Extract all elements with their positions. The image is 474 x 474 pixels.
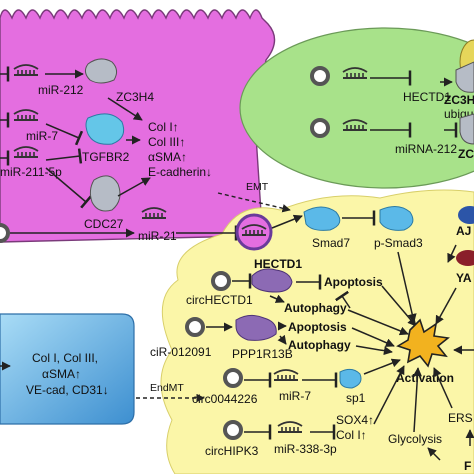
mir7-to-tgfbr2-inhibit: [45, 123, 84, 146]
fib-aj-label: AJ: [456, 224, 471, 238]
autophagy2-to-activation-arrow: [355, 345, 393, 356]
tgfbr2-protein-icon: [85, 113, 125, 145]
smad7-protein-icon: [303, 206, 341, 231]
epi-circrna-icon: [0, 223, 10, 243]
psmad3-to-activation-arrow: [397, 251, 417, 323]
fibroblast-cell: [160, 189, 474, 474]
fib-apoptosis-1-label: Apoptosis: [324, 275, 383, 289]
mir2115p-to-cdc27-inhibit: [45, 167, 92, 209]
apoptosis2-to-activation-arrow: [351, 327, 395, 347]
aj-to-ya-arrow: [447, 244, 457, 263]
macrophage-cell: [239, 27, 474, 189]
endo-marker-1: αSMA↑: [42, 367, 81, 381]
ppp1r13b-to-autophagy-arrow: [277, 334, 287, 345]
epi-zc3h4-label: ZC3H4: [116, 90, 154, 104]
epi-marker-3: E-cadherin↓: [148, 165, 212, 179]
fib-autophagy-2-label: Autophagy: [288, 338, 351, 352]
epi-mir212-label: miR-212: [38, 83, 84, 97]
mac-zc3h4-label: ZC3H: [444, 93, 474, 107]
fib-apoptosis-2-label: Apoptosis: [288, 320, 347, 334]
sp1-protein-icon: [339, 368, 362, 389]
aj-protein-icon: [458, 206, 474, 224]
fib-ya-label: YA: [456, 271, 472, 285]
epi-mir7-label: miR-7: [26, 129, 58, 143]
endo-marker-2: VE-cad, CD31↓: [26, 383, 109, 397]
psmad3-protein-icon: [379, 206, 414, 231]
fib-hectd1-protein-icon: [251, 268, 293, 293]
fib-autophagy-1-label: Autophagy: [284, 301, 347, 315]
epi-tgfbr2-label: TGFBR2: [82, 150, 130, 164]
epithelial-cell: [0, 9, 276, 243]
ya-to-activation-arrow: [435, 287, 457, 325]
epi-cdc27-label: CDC27: [84, 217, 124, 231]
fib-mir7-label: miR-7: [279, 389, 311, 403]
fib-f-cut-label: F: [464, 459, 471, 473]
fib-hectd1-label: HECTD1: [254, 257, 302, 271]
fib-ppp1r13b-label: PPP1R13B: [232, 347, 293, 361]
fib-col1-label: Col I↑: [336, 428, 367, 442]
cdc27-protein-icon: [89, 175, 121, 212]
hectd1-to-autophagy-arrow: [269, 294, 285, 303]
autophagy-inhibit-apoptosis: [335, 290, 351, 309]
f-to-glycolysis-arrow: [427, 447, 441, 461]
fib-circhipk3-label: circHIPK3: [205, 444, 259, 458]
fib-ers-label: ERS: [448, 411, 473, 425]
cdc27-to-markers-arrow: [117, 177, 151, 197]
mac-zc-protein-icon: [459, 113, 474, 145]
ppp1r13b-protein-icon: [235, 314, 277, 341]
activation-burst-icon: [396, 318, 450, 368]
ers-to-activation-arrow: [433, 367, 453, 409]
endmt-label: EndMT: [150, 382, 184, 394]
circhipk3-circrna-icon: [223, 420, 243, 440]
emt-label: EMT: [246, 181, 269, 193]
epi-marker-0: Col I↑: [148, 120, 179, 134]
epi-marker-2: αSMA↑: [148, 150, 187, 164]
sp1-to-activation-arrow: [363, 358, 401, 375]
autophagy1-to-activation-arrow: [347, 309, 409, 336]
fib-circ0044226-label: circ0044226: [192, 392, 258, 406]
circ0044226-circrna-icon: [223, 368, 243, 388]
epi-marker-1: Col III↑: [148, 135, 185, 149]
fib-mir3383p-label: miR-338-3p: [274, 442, 337, 456]
ya-protein-icon: [456, 250, 474, 266]
fib-sox4-label: SOX4↑: [336, 413, 374, 427]
glycolysis-to-activation-arrow: [413, 367, 422, 433]
cir012091-circrna-icon: [185, 317, 205, 337]
mac-zc-cut-label: ZC: [458, 147, 474, 161]
endothelial-cell: [0, 313, 135, 425]
fib-psmad3-label: p-Smad3: [374, 236, 423, 250]
apoptosis1-to-activation-arrow: [381, 285, 417, 327]
epi-mir21-label: miR-21: [138, 229, 177, 243]
zc3h4-to-markers-arrow: [107, 97, 143, 121]
mir2115p-to-tgfbr2-inhibit: [45, 148, 83, 164]
fib-glycolysis-label: Glycolysis: [388, 432, 442, 446]
fib-activation-label: Activation: [396, 371, 454, 385]
mac-hectd1-label: HECTD1: [403, 90, 451, 104]
mac-circrna-2-icon: [310, 118, 330, 138]
fib-sp1-label: sp1: [346, 391, 366, 405]
fib-circhectd1-label: circHECTD1: [186, 293, 253, 307]
zc3h4-protein-icon: [84, 58, 118, 84]
circhectd1-circrna-icon: [211, 271, 231, 291]
emt-dashed-arrow: [217, 192, 291, 213]
epi-mir2115p-label: miR-211-5p: [0, 165, 62, 179]
fib-smad7-label: Smad7: [312, 236, 350, 250]
sox4-to-activation-arrow: [373, 365, 405, 425]
fib-cir012091-label: ciR-012091: [150, 345, 212, 359]
exosome-to-smad7-arrow: [271, 214, 303, 229]
mac-zc3h4-protein-icon: [455, 61, 474, 93]
endo-marker-0: Col I, Col III,: [32, 351, 98, 365]
mac-circrna-1-icon: [310, 66, 330, 86]
mac-mirna212-label: miRNA-212: [395, 142, 457, 156]
